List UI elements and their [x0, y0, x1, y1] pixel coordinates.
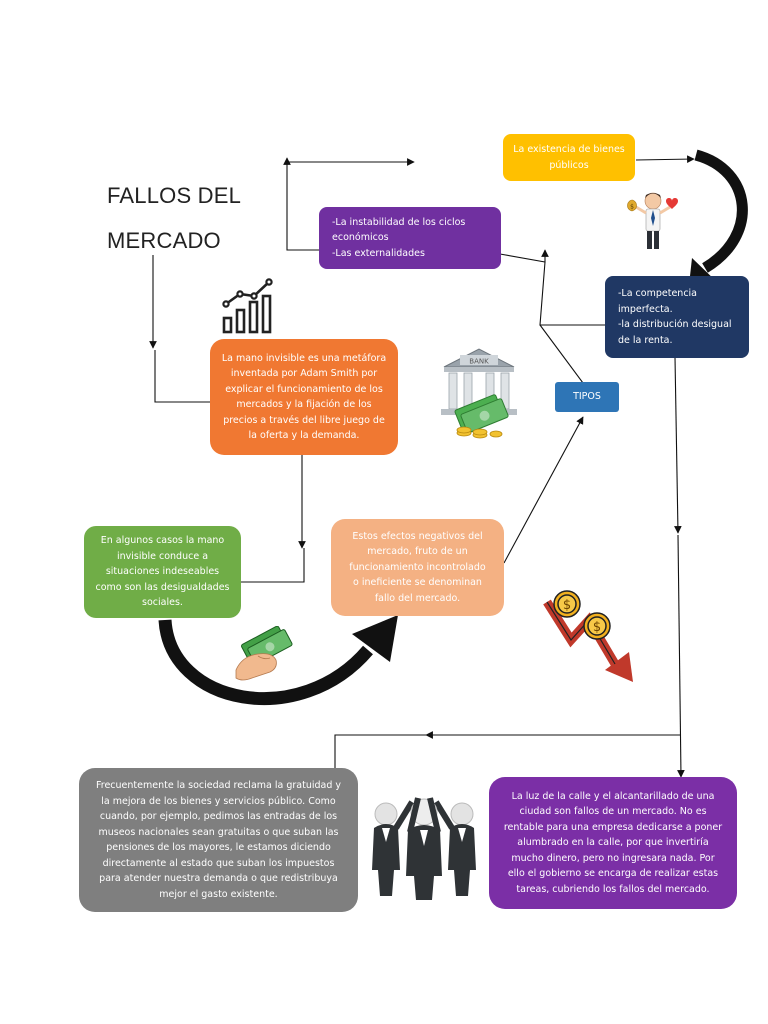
connector-efectos-to-tipos — [503, 416, 584, 564]
bienes-publicos-box: La existencia de bienes públicos — [503, 134, 635, 181]
title-line-2: MERCADO — [107, 228, 221, 253]
sociedad-box: Frecuentemente la sociedad reclama la gr… — [79, 768, 358, 912]
competencia-box: -La competencia imperfecta. -la distribu… — [605, 276, 749, 358]
luz-box: La luz de la calle y el alcantarillado d… — [489, 777, 737, 909]
mano-invisible-box: La mano invisible es una metáfora invent… — [210, 339, 398, 455]
situaciones-box: En algunos casos la mano invisible condu… — [84, 526, 241, 618]
bienes-publicos-text: La existencia de bienes públicos — [513, 144, 625, 171]
tipos-box: TIPOS — [555, 382, 619, 412]
connector-inestabilidad-hub — [499, 249, 549, 263]
curved-arrow-bottom-head — [352, 615, 398, 662]
curved-arrow-top-right — [694, 149, 748, 273]
title-line-1: FALLOS DEL — [107, 183, 242, 208]
mano-invisible-text: La mano invisible es una metáfora invent… — [221, 352, 387, 442]
inestabilidad-text: -La instabilidad de los ciclos económico… — [332, 216, 466, 259]
sociedad-text: Frecuentemente la sociedad reclama la gr… — [95, 780, 342, 900]
tipos-text: TIPOS — [573, 391, 601, 403]
connector-down-to-luz — [677, 534, 685, 778]
hand-money-icon — [235, 626, 293, 681]
connector-inestabilidad-up — [283, 157, 320, 251]
svg-text:$: $ — [593, 620, 601, 635]
3d-people-team-icon — [372, 797, 476, 900]
svg-text:$: $ — [563, 598, 571, 613]
efectos-text: Estos efectos negativos del mercado, fru… — [349, 530, 486, 604]
bar-chart-growth-icon — [222, 278, 273, 334]
businessman-money-heart-icon: $ — [627, 192, 678, 249]
svg-text:$: $ — [630, 204, 634, 211]
connector-competencia-to-luz — [674, 356, 682, 534]
efectos-box: Estos efectos negativos del mercado, fru… — [331, 519, 504, 616]
connector-title-to-mano-horizontal — [154, 350, 211, 403]
bank-label: BANK — [469, 358, 489, 366]
connector-hub-to-tipos — [539, 324, 584, 384]
connector-left-down — [334, 734, 426, 770]
inestabilidad-box: -La instabilidad de los ciclos económico… — [319, 207, 501, 269]
connector-bienes-right — [635, 155, 695, 163]
falling-coins-arrow-icon: $ $ — [543, 590, 633, 682]
luz-text: La luz de la calle y el alcantarillado d… — [503, 790, 723, 895]
connector-situaciones-link — [240, 548, 305, 583]
curved-arrow-bottom — [158, 619, 373, 705]
competencia-text: -La competencia imperfecta. -la distribu… — [618, 288, 732, 346]
connector-hub-to-inestabilidad — [539, 261, 606, 326]
situaciones-text: En algunos casos la mano invisible condu… — [95, 535, 230, 609]
bank-money-icon: BANK — [441, 348, 517, 439]
